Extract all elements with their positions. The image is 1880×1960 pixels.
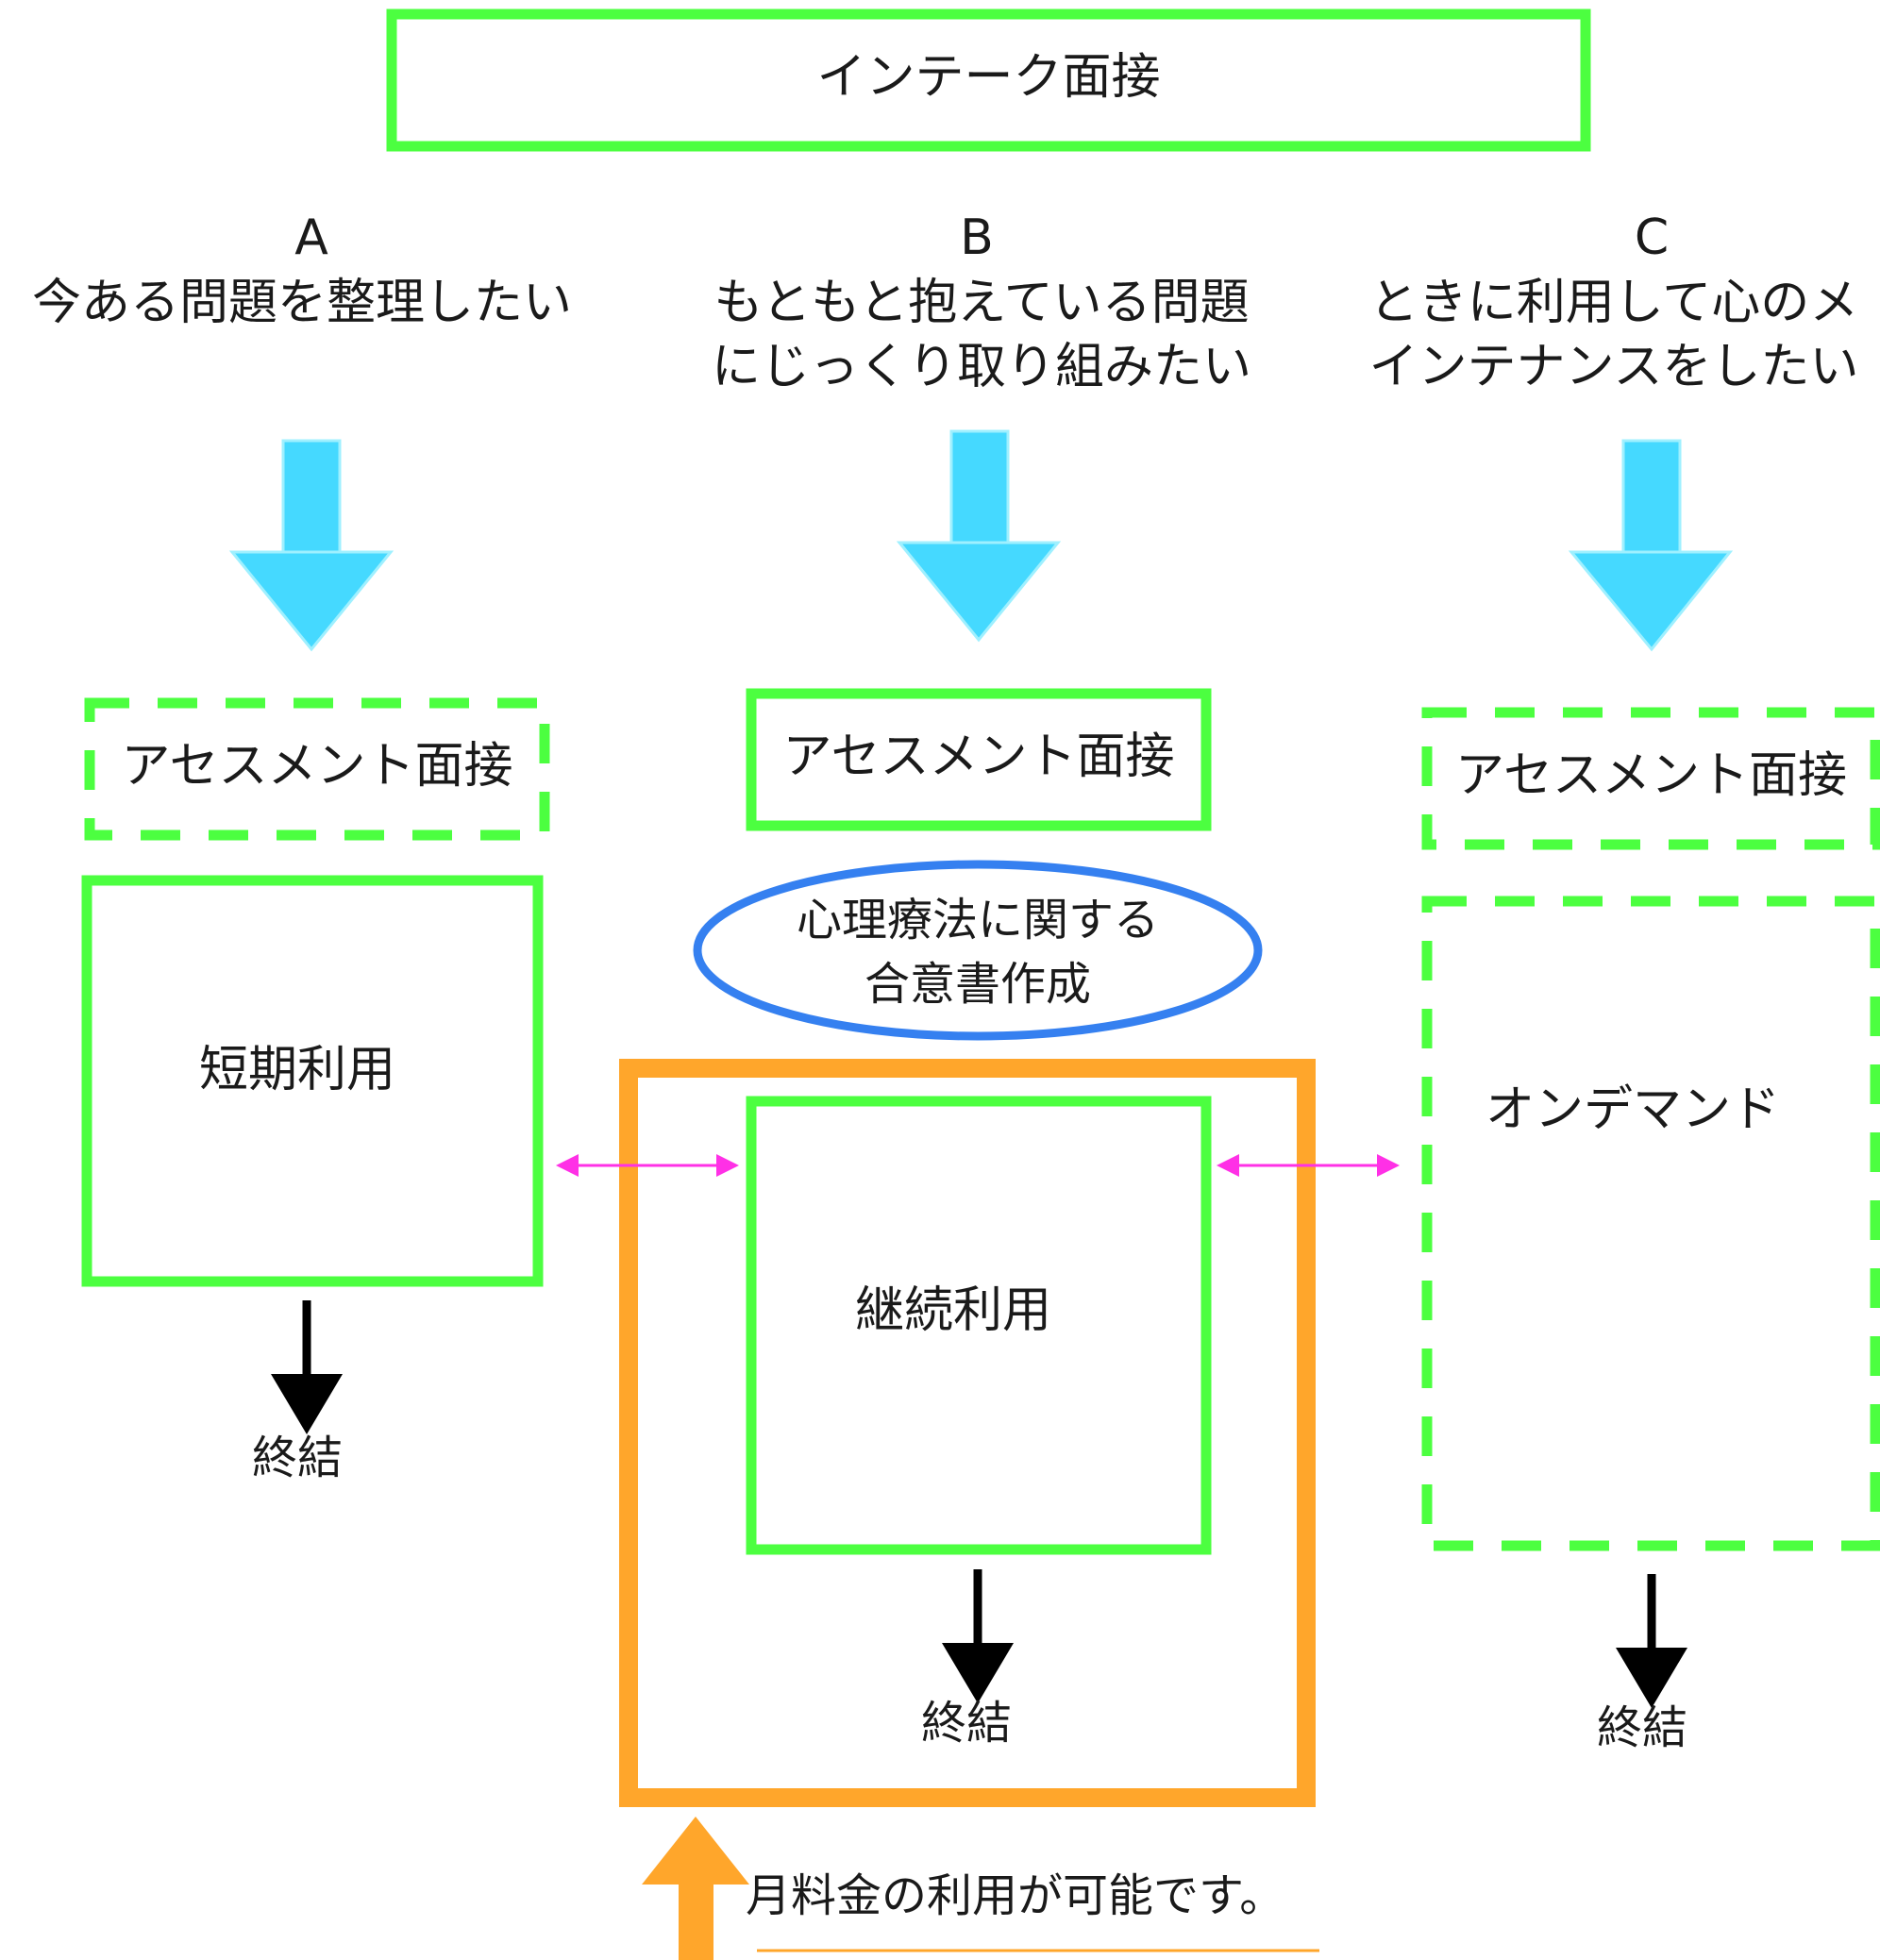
assessment-box-a <box>84 697 550 841</box>
assessment-box-c <box>1421 707 1880 850</box>
path-letter-a: A <box>294 209 328 266</box>
consent-ellipse <box>693 860 1263 1041</box>
assessment-box-b <box>746 688 1212 831</box>
path-desc-b-line2: にじっくり取り組みたい <box>711 339 1251 395</box>
end-label-a: 終結 <box>251 1432 343 1484</box>
service-label-b: 継続利用 <box>854 1282 1051 1339</box>
path-desc-a-line1: 今ある問題を整理したい <box>31 275 572 331</box>
path-desc-c-line2: インテナンスをしたい <box>1368 339 1859 395</box>
service-label-a: 短期利用 <box>198 1042 395 1098</box>
consent-line2: 合意書作成 <box>864 958 1091 1011</box>
service-box-a <box>81 875 544 1287</box>
arrow-end-c <box>1616 1574 1687 1708</box>
service-box-c <box>1421 896 1880 1551</box>
arrow-down-c <box>1568 439 1734 652</box>
assessment-label-b: アセスメント面接 <box>782 729 1175 785</box>
path-letter-c: C <box>1634 209 1670 266</box>
intake-box <box>386 8 1591 152</box>
arrow-down-a <box>228 439 394 652</box>
path-desc-b-line1: もともと抱えている問題 <box>713 275 1250 331</box>
end-label-b: 終結 <box>920 1697 1012 1750</box>
arrow-up-orange <box>642 1817 749 1960</box>
path-letter-b: B <box>960 209 994 266</box>
end-label-c: 終結 <box>1596 1701 1687 1754</box>
arrow-end-b <box>942 1569 1014 1703</box>
consent-line1: 心理療法に関する <box>796 894 1159 946</box>
service-box-b <box>746 1096 1212 1555</box>
service-label-c: オンデマンド <box>1485 1081 1780 1138</box>
monthly-note: 月料金の利用が可能です。 <box>746 1869 1285 1922</box>
orange-frame <box>619 1059 1316 1807</box>
assessment-label-c: アセスメント面接 <box>1455 747 1847 804</box>
assessment-label-a: アセスメント面接 <box>121 738 513 795</box>
arrow-down-b <box>896 429 1062 643</box>
intake-label: インテーク面接 <box>816 49 1161 106</box>
arrow-end-a <box>271 1300 343 1434</box>
path-desc-c-line1: ときに利用して心のメ <box>1368 275 1859 331</box>
